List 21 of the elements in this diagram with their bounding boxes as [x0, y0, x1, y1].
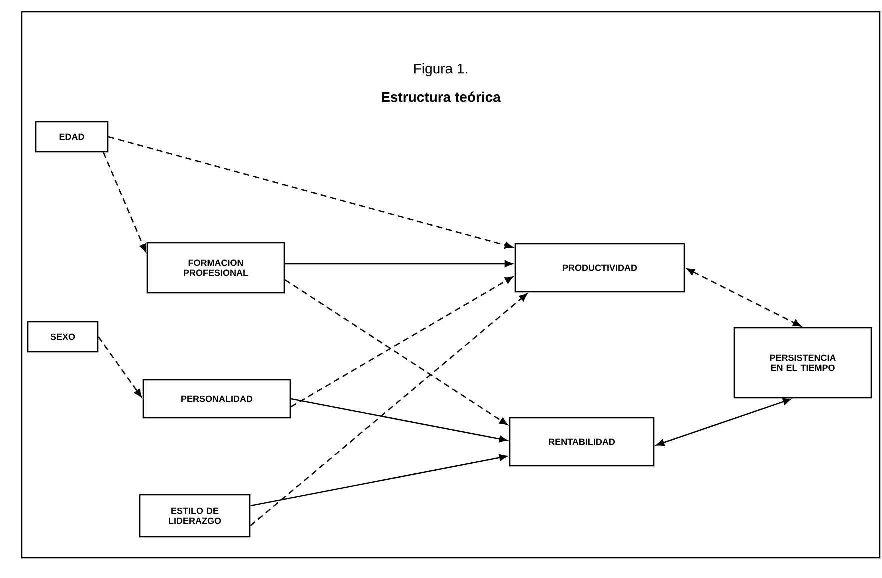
variable-box: SEXO: [27, 321, 99, 353]
variable-box: PRODUCTIVIDAD: [514, 243, 686, 293]
arrow: [290, 276, 514, 408]
variable-box: RENTABILIDAD: [509, 417, 655, 467]
variable-box: ESTILO DE LIDERAZGO: [139, 494, 251, 538]
arrow: [98, 336, 142, 398]
arrow: [250, 294, 528, 526]
variable-box: EDAD: [35, 121, 109, 153]
arrow: [285, 260, 513, 268]
figure-number: Figura 1.: [414, 63, 468, 77]
arrow: [291, 398, 508, 443]
variable-box: PERSISTENCIA EN EL TIEMPO: [734, 327, 872, 399]
arrow: [250, 454, 508, 507]
arrow: [284, 279, 508, 426]
figure-title: Estructura teórica: [382, 92, 501, 102]
variable-box: PERSONALIDAD: [142, 379, 292, 419]
arrow: [686, 268, 802, 327]
arrow: [656, 398, 792, 446]
variable-box: FORMACION PROFESIONAL: [146, 242, 286, 294]
arrow: [108, 136, 514, 249]
arrow: [103, 152, 147, 252]
